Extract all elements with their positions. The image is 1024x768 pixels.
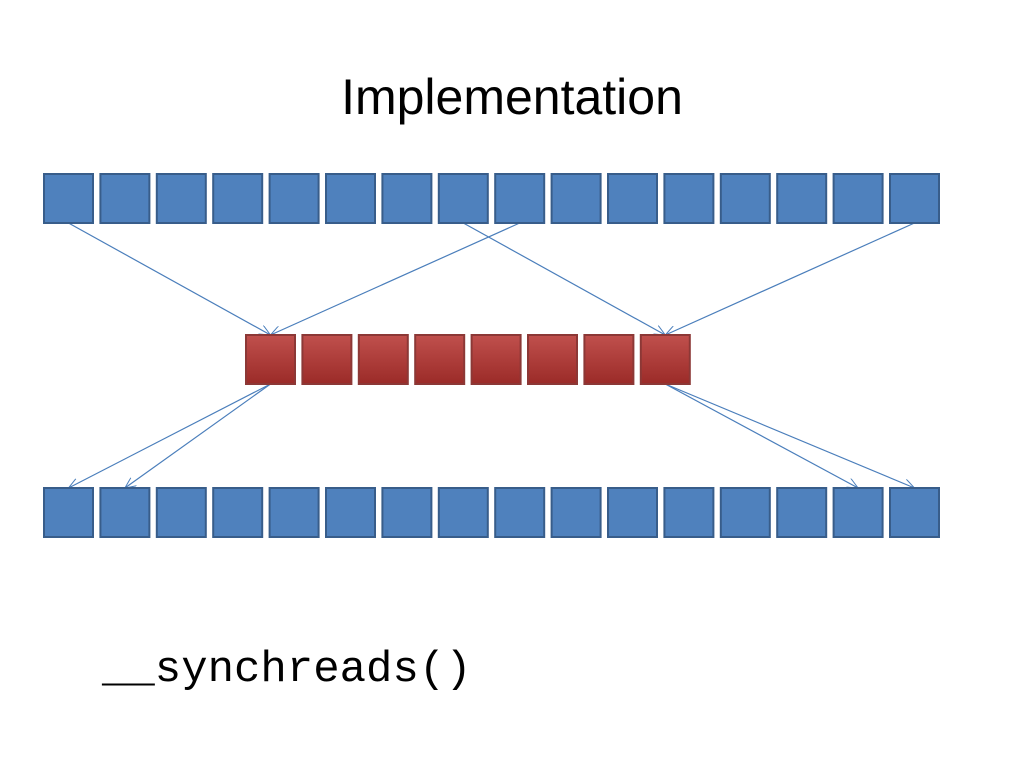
shared-memory-cell	[301, 334, 353, 385]
input-cell	[325, 173, 376, 224]
input-cell	[663, 173, 715, 224]
syncthreads-code-label: __synchreads()	[102, 645, 472, 695]
store-arrow	[69, 383, 271, 488]
output-cell	[607, 487, 658, 538]
shared-memory-cell	[357, 334, 409, 385]
output-cell	[155, 487, 207, 538]
arrows-layer	[68, 222, 915, 488]
load-arrow	[271, 222, 520, 335]
store-arrow	[665, 383, 858, 488]
output-cell	[663, 487, 715, 538]
shared-memory-cell	[470, 334, 522, 385]
load-arrow	[463, 222, 665, 335]
input-cell	[889, 173, 940, 224]
output-cell	[719, 487, 771, 538]
output-cell	[889, 487, 940, 538]
output-cell	[43, 487, 94, 538]
shared-memory-cell	[245, 334, 296, 385]
input-cell	[43, 173, 94, 224]
output-cell	[437, 487, 489, 538]
output-cell	[776, 487, 828, 538]
output-cell	[832, 487, 884, 538]
input-cell	[832, 173, 884, 224]
input-cell	[607, 173, 658, 224]
input-cell	[268, 173, 320, 224]
input-cell	[155, 173, 207, 224]
output-cell	[99, 487, 151, 538]
shared-memory-cell	[527, 334, 578, 385]
shared-memory-cell	[639, 334, 691, 385]
output-cell	[381, 487, 433, 538]
input-cell	[437, 173, 489, 224]
input-cell	[550, 173, 602, 224]
input-cell	[381, 173, 433, 224]
output-array-row	[43, 487, 940, 538]
shared-memory-row	[245, 334, 691, 385]
output-cell	[494, 487, 546, 538]
output-cell	[212, 487, 264, 538]
input-cell	[494, 173, 546, 224]
input-cell	[776, 173, 828, 224]
output-cell	[268, 487, 320, 538]
input-array-row	[43, 173, 940, 224]
input-cell	[99, 173, 151, 224]
store-arrow	[125, 383, 271, 488]
load-arrow	[68, 222, 271, 335]
shared-memory-cell	[414, 334, 466, 385]
slide-title: Implementation	[341, 69, 683, 125]
input-cell	[212, 173, 264, 224]
input-cell	[719, 173, 771, 224]
output-cell	[550, 487, 602, 538]
output-cell	[325, 487, 376, 538]
store-arrow	[665, 383, 914, 488]
load-arrow	[665, 222, 915, 335]
shared-memory-cell	[583, 334, 635, 385]
